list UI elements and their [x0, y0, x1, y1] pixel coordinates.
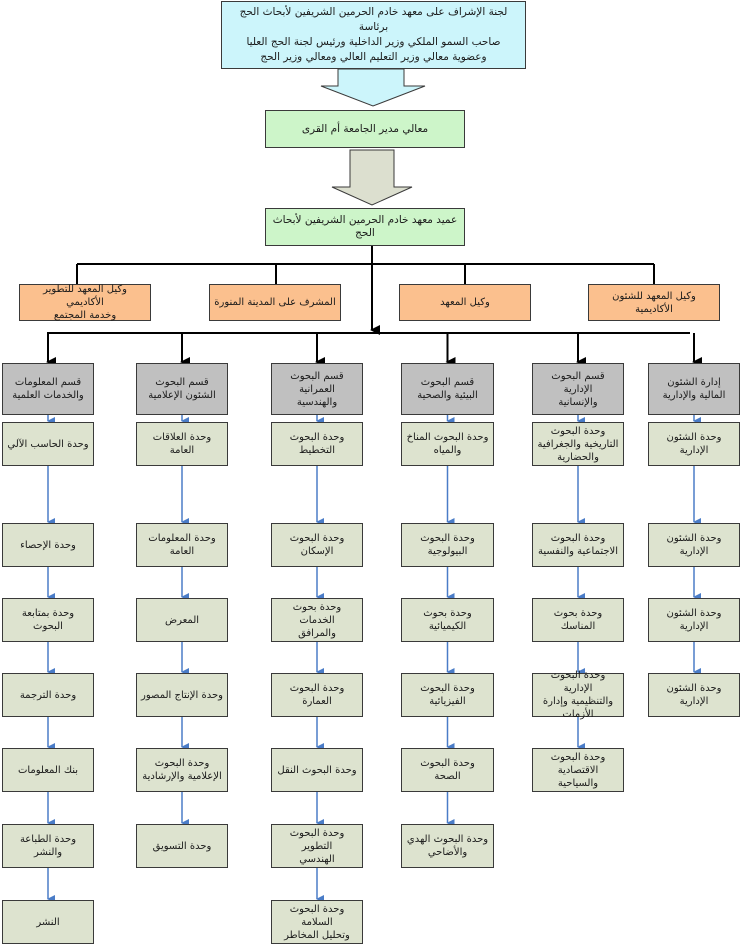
unit-box: وحدة البحوث الصحة: [401, 748, 494, 792]
unit-box: وحدة بمتابعة البحوث: [2, 598, 94, 642]
unit-box: وحدة البحوث الفيزيائية: [401, 673, 494, 717]
supervisory-committee-box: لجنة الإشراف على معهد خادم الحرمين الشري…: [221, 1, 526, 69]
unit-box: وحدة البحوث الإعلامية والإرشادية: [136, 748, 228, 792]
institute-dean-box: عميد معهد خادم الحرمين الشريفين لأبحاث ا…: [265, 208, 465, 246]
unit-box: وحدة البحوث التطوير الهندسي: [271, 824, 363, 868]
block-arrow-middle: [331, 149, 413, 206]
dept-info-services-box: قسم المعلومات والخدمات العلمية: [2, 363, 94, 415]
unit-box: وحدة البحوث الإدارية والتنظيمية وإدارة ا…: [532, 670, 624, 720]
unit-box: وحدة الحاسب الآلي: [2, 422, 94, 466]
unit-box: وحدة البحوث الهدي والأضاحي: [401, 824, 494, 868]
unit-box: وحدة البحوث البيولوجية: [401, 523, 494, 567]
unit-box: وحدة البحوث العمارة: [271, 673, 363, 717]
dept-env-health-box: قسم البحوث البيئية والصحية: [401, 363, 494, 415]
unit-box: وحدة البحوث التخطيط: [271, 422, 363, 466]
unit-box: وحدة البحوث النقل: [271, 748, 363, 792]
vice-dean-box: وكيل المعهد: [399, 284, 531, 321]
unit-box: وحدة الشئون الإدارية: [648, 673, 740, 717]
unit-box: وحدة المعلومات العامة: [136, 523, 228, 567]
dept-admin-humanities-box: قسم البحوث الإدارية والإنسانية: [532, 363, 624, 415]
unit-box: وحدة التسويق: [136, 824, 228, 868]
block-arrow-top: [320, 68, 426, 107]
dept-finance-admin-box: إدارة الشئون المالية والإدارية: [648, 363, 740, 415]
unit-box: وحدة بحوث الكيميائية: [401, 598, 494, 642]
unit-box: وحدة الشئون الإدارية: [648, 422, 740, 466]
unit-box: وحدة البحوث الاقتصادية والسياحية: [532, 748, 624, 792]
unit-box: المعرض: [136, 598, 228, 642]
unit-box: وحدة الإنتاج المصور: [136, 673, 228, 717]
dept-urban-eng-box: قسم البحوث العمرانية والهندسية: [271, 363, 363, 415]
unit-box: وحدة البحوث التاريخية والجغرافية والحضار…: [532, 422, 624, 466]
vice-dean-academic-box: وكيل المعهد للشئون الأكاديمية: [588, 284, 720, 321]
unit-box: وحدة الشئون الإدارية: [648, 523, 740, 567]
unit-box: وحدة البحوث الإسكان: [271, 523, 363, 567]
unit-box: وحدة البحوث السلامة وتحليل المخاطر: [271, 900, 363, 944]
vice-dean-development-box: وكيل المعهد للتطوير الأكاديمي وخدمة المج…: [19, 284, 151, 321]
unit-box: وحدة بحوث الخدمات والمرافق: [271, 598, 363, 642]
unit-box: وحدة الترجمة: [2, 673, 94, 717]
unit-box: وحدة الشئون الإدارية: [648, 598, 740, 642]
unit-box: وحدة الإحصاء: [2, 523, 94, 567]
unit-box: وحدة الطباعة والنشر: [2, 824, 94, 868]
madinah-supervisor-box: المشرف على المدينة المنورة: [209, 284, 341, 321]
unit-box: وحدة بحوث المناسك: [532, 598, 624, 642]
unit-box: بنك المعلومات: [2, 748, 94, 792]
unit-box: وحدة العلاقات العامة: [136, 422, 228, 466]
dept-media-box: قسم البحوث الشئون الإعلامية: [136, 363, 228, 415]
unit-box: النشر: [2, 900, 94, 944]
unit-box: وحدة البحوث المناخ والمياه: [401, 422, 494, 466]
unit-box: وحدة البحوث الاجتماعية والنفسية: [532, 523, 624, 567]
university-president-box: معالي مدير الجامعة أم القرى: [265, 110, 465, 148]
